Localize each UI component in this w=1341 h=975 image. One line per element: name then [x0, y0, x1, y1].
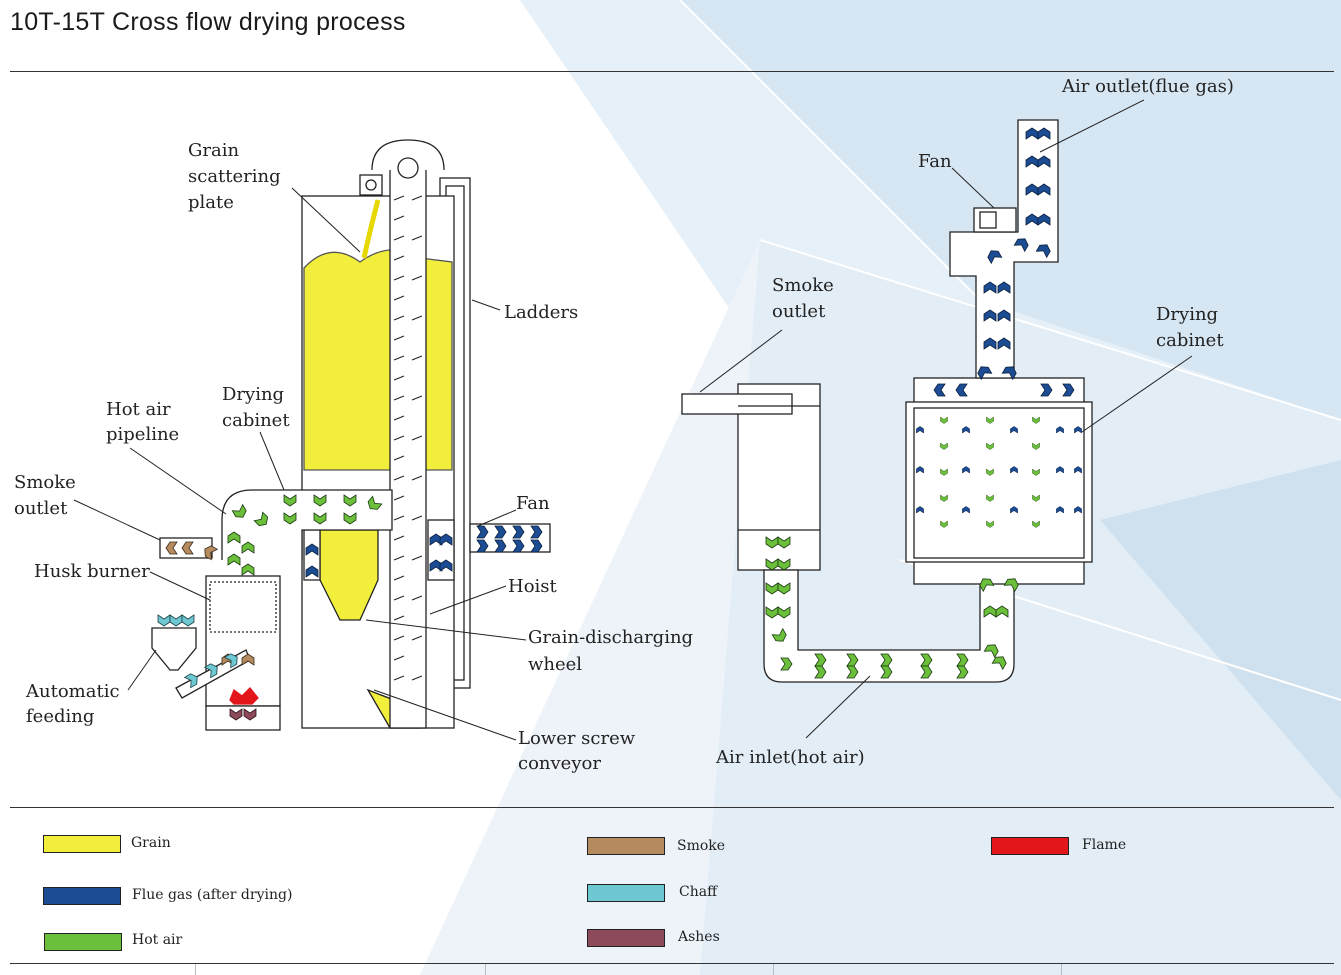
label-smoke-outlet-left-1: Smoke	[14, 472, 76, 493]
frame-tick	[1061, 964, 1062, 975]
label-fan-right: Fan	[918, 151, 952, 172]
label-lower-screw-2: conveyor	[518, 753, 601, 774]
legend-swatch-chaff	[587, 884, 665, 902]
frame-tick	[195, 964, 196, 975]
label-drying-cabinet-left-2: cabinet	[222, 410, 290, 431]
legend-swatch-hot-air	[44, 933, 122, 951]
right-schematic	[681, 119, 1093, 683]
legend-swatch-grain	[43, 835, 121, 853]
bottom-divider	[10, 963, 1334, 964]
label-smoke-outlet-left-2: outlet	[14, 498, 68, 519]
left-machine	[151, 139, 551, 731]
label-grain-scattering-2: scattering	[188, 166, 281, 187]
label-grain-discharging-1: Grain-discharging	[528, 627, 693, 648]
label-automatic-feeding-2: feeding	[26, 706, 94, 727]
label-air-outlet: Air outlet(flue gas)	[1061, 76, 1234, 97]
frame-tick	[773, 964, 774, 975]
legend-label-flue-gas: Flue gas (after drying)	[132, 887, 293, 903]
label-drying-cabinet-right-1: Drying	[1156, 304, 1218, 325]
label-smoke-outlet-right-2: outlet	[772, 301, 826, 322]
top-divider	[10, 71, 1334, 72]
label-hot-air-pipeline-2: pipeline	[106, 424, 179, 445]
label-grain-scattering-3: plate	[188, 192, 234, 213]
legend-label-grain: Grain	[131, 835, 171, 851]
legend-swatch-ashes	[587, 929, 665, 947]
label-drying-cabinet-left-1: Drying	[222, 384, 284, 405]
label-fan-left: Fan	[516, 493, 550, 514]
label-smoke-outlet-right-1: Smoke	[772, 275, 834, 296]
label-automatic-feeding-1: Automatic	[25, 681, 120, 702]
legend-divider	[10, 807, 1334, 808]
label-grain-discharging-2: wheel	[528, 654, 582, 675]
legend-swatch-flame	[991, 837, 1069, 855]
label-hoist: Hoist	[508, 576, 558, 597]
label-hot-air-pipeline-1: Hot air	[106, 399, 171, 420]
label-husk-burner: Husk burner	[34, 561, 150, 582]
left-leader-lines	[73, 187, 527, 741]
label-ladders: Ladders	[504, 302, 578, 323]
legend-swatch-flue-gas	[43, 887, 121, 905]
legend-label-ashes: Ashes	[678, 929, 720, 945]
legend-label-smoke: Smoke	[677, 838, 726, 854]
frame-tick	[485, 964, 486, 975]
legend-label-hot-air: Hot air	[132, 932, 183, 948]
label-grain-scattering-1: Grain	[188, 140, 239, 161]
page-title: 10T-15T Cross flow drying process	[10, 8, 406, 36]
label-air-inlet: Air inlet(hot air)	[715, 747, 865, 768]
label-lower-screw-1: Lower screw	[518, 728, 636, 749]
legend-label-flame: Flame	[1082, 837, 1127, 853]
legend-label-chaff: Chaff	[679, 884, 718, 900]
label-drying-cabinet-right-2: cabinet	[1156, 330, 1224, 351]
right-leader-lines	[699, 99, 1193, 739]
legend-swatch-smoke	[587, 837, 665, 855]
